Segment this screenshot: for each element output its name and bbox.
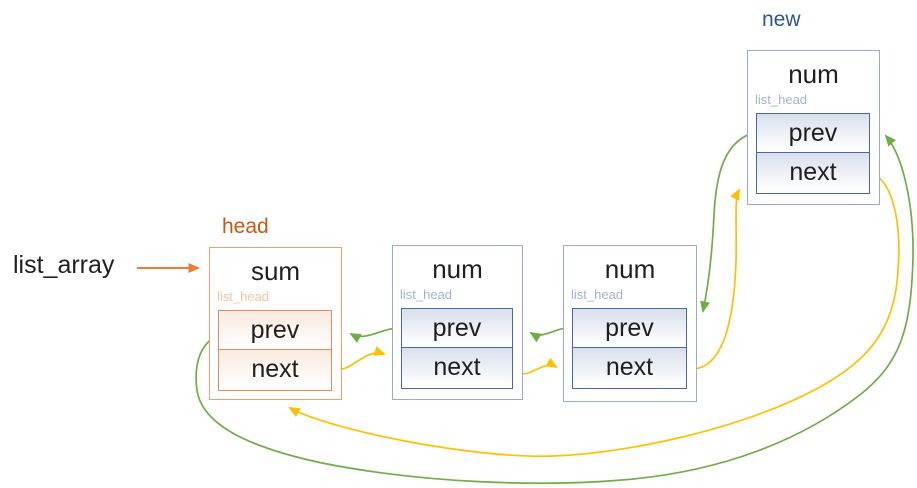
node-mid1-title: num — [432, 254, 483, 284]
node-mid2-struct-label: list_head — [571, 287, 624, 302]
list-array-label: list_array — [13, 251, 115, 279]
node-new-title: num — [788, 59, 839, 89]
node-head-struct-box: prev next — [218, 310, 332, 391]
new-tag-label: new — [762, 8, 801, 31]
head-tag-label: head — [222, 215, 269, 238]
field-prev: prev — [573, 309, 686, 349]
node-mid2-title: num — [604, 254, 656, 284]
field-next: next — [402, 348, 512, 388]
node-mid1: num list_head prev next — [392, 245, 523, 400]
field-next: next — [573, 348, 686, 388]
node-mid1-struct-label: list_head — [400, 287, 453, 302]
field-next: next — [757, 153, 869, 193]
node-head: sum list_head prev next — [209, 247, 342, 400]
field-prev: prev — [219, 311, 331, 351]
field-prev: prev — [402, 309, 512, 349]
node-head-struct-label: list_head — [217, 289, 270, 304]
node-new-struct-label: list_head — [755, 92, 808, 107]
field-next: next — [219, 350, 331, 390]
node-mid2: num list_head prev next — [563, 245, 697, 402]
node-mid2-struct-box: prev next — [572, 308, 687, 389]
node-new: num list_head prev next — [747, 50, 880, 205]
node-head-title: sum — [250, 256, 301, 286]
node-mid1-struct-box: prev next — [401, 308, 513, 389]
field-prev: prev — [757, 114, 869, 154]
node-new-struct-box: prev next — [756, 113, 870, 194]
